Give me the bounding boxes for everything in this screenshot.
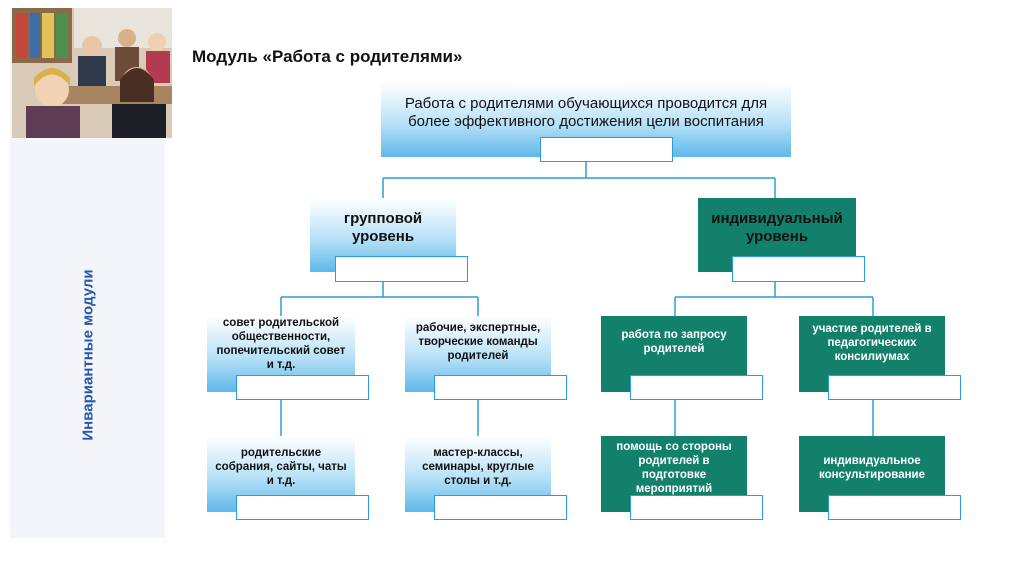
individual-item-requests-text: работа по запросу родителей [621,329,727,355]
individual-level-text: индивидуальный уровень [711,210,843,245]
root-blank-field [540,137,673,162]
group-item-masterclasses-text: мастер-классы, семинары, круглые столы и… [422,447,534,487]
group-item-meetings-blank-field [236,495,369,520]
group-item-teams-text: рабочие, экспертные, творческие команды … [415,322,541,362]
group-item-masterclasses-blank-field [434,495,567,520]
individual-item-requests-blank-field [630,375,763,400]
individual-item-consulting-text: индивидуальное консультирование [818,455,926,481]
group-item-council-blank-field [236,375,369,400]
module-title: Модуль «Работа с родителями» [192,47,463,66]
group-item-meetings-text: родительские собрания, сайты, чаты и т.д… [215,447,347,487]
classroom-photo [12,8,172,138]
individual-item-consiliums-text: участие родителей в педагогических конси… [812,323,932,363]
individual-item-events-help-text: помощь со стороны родителей в подготовке… [616,441,732,495]
individual-item-consiliums: участие родителей в педагогических конси… [799,316,945,392]
root-text: Работа с родителями обучающихся проводит… [404,95,768,130]
individual-item-consulting-blank-field [828,495,961,520]
group-item-council-text: совет родительской общественности, попеч… [216,317,346,371]
individual-item-events-help-blank-field [630,495,763,520]
individual-level-blank-field [732,256,865,282]
individual-item-consiliums-blank-field [828,375,961,400]
root-box: Работа с родителями обучающихся проводит… [381,83,791,157]
group-item-teams-blank-field [434,375,567,400]
group-level-blank-field [335,256,468,282]
group-level-text: групповой уровень [343,210,423,245]
individual-item-events-help: помощь со стороны родителей в подготовке… [601,436,747,512]
